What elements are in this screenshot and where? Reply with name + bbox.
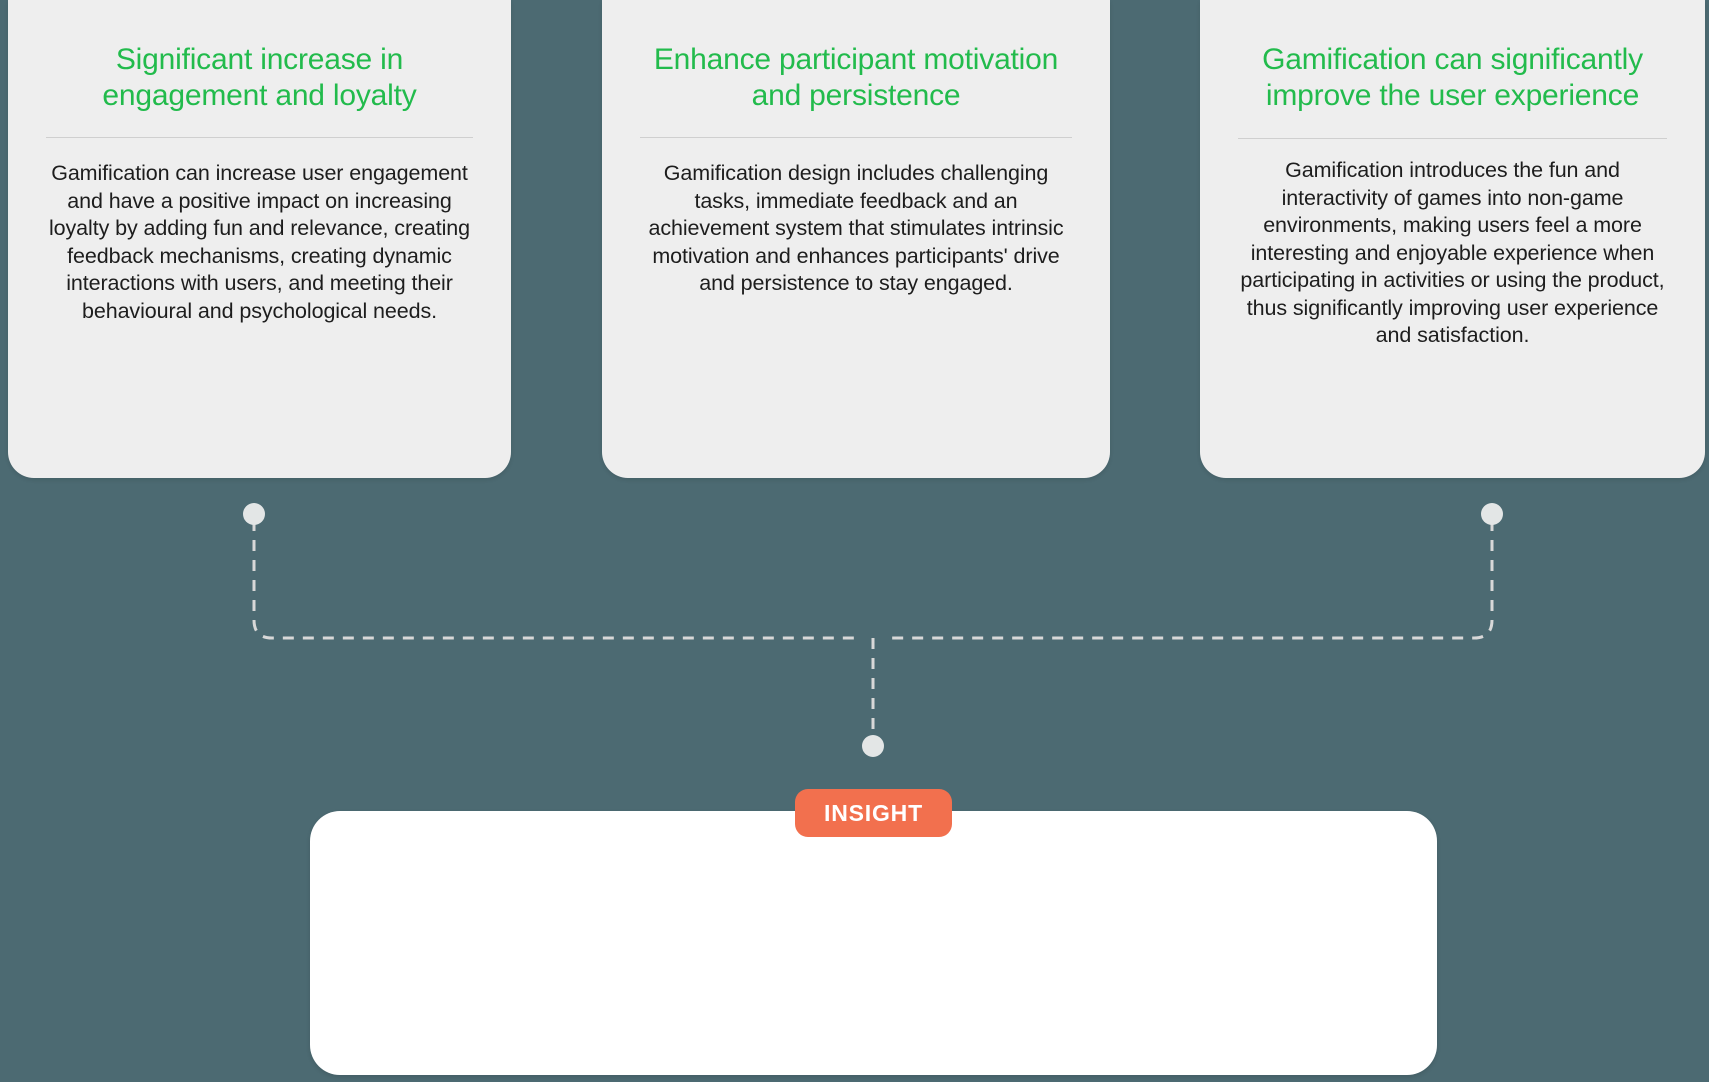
card-body: Gamification can increase user engagemen… bbox=[49, 161, 470, 323]
circle-node-icon-left bbox=[243, 503, 265, 525]
summary-card-3[interactable]: Gamification can significantly improve t… bbox=[1200, 0, 1705, 478]
card-divider bbox=[1238, 138, 1667, 139]
connector-path-right bbox=[886, 520, 1494, 640]
connector-path-left bbox=[252, 520, 860, 640]
card-divider bbox=[46, 137, 473, 138]
card-body: Gamification introduces the fun and inte… bbox=[1240, 158, 1665, 347]
card-title: Gamification can significantly improve t… bbox=[1262, 43, 1643, 112]
summary-card-1[interactable]: Significant increase in engagement and l… bbox=[8, 0, 511, 478]
insight-badge[interactable]: INSIGHT bbox=[795, 789, 952, 837]
card-body: Gamification design includes challenging… bbox=[648, 161, 1064, 295]
card-divider bbox=[640, 137, 1072, 138]
circle-node-icon-right bbox=[1481, 503, 1503, 525]
card-title: Significant increase in engagement and l… bbox=[102, 43, 417, 112]
circle-node-icon-center bbox=[862, 735, 884, 757]
insight-panel[interactable] bbox=[310, 811, 1437, 1075]
card-title: Enhance participant motivation and persi… bbox=[653, 43, 1059, 112]
summary-card-2[interactable]: Enhance participant motivation and persi… bbox=[602, 0, 1110, 478]
insight-badge-label: INSIGHT bbox=[824, 799, 923, 826]
